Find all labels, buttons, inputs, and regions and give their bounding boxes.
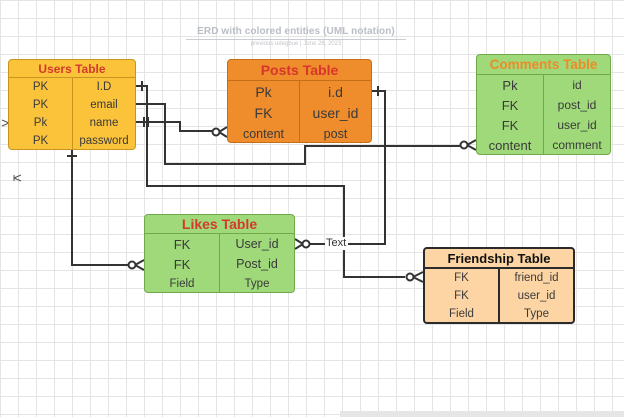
key-cell: content [228, 123, 300, 142]
table-row: FK post_id [477, 95, 610, 115]
connector-users-friendship[interactable] [136, 85, 405, 278]
table-row: content comment [477, 135, 610, 154]
crowfoot-marker [218, 126, 228, 138]
key-cell: FK [425, 269, 500, 287]
stray-crowfoot-left [1, 119, 10, 127]
key-cell: FK [228, 102, 300, 123]
field-cell: name [89, 117, 119, 129]
field-cell: user_id [557, 118, 597, 132]
table-row: PK password [9, 132, 135, 149]
table-row: content post [228, 123, 371, 142]
connector-users-comments[interactable] [136, 103, 460, 165]
field-cell: User_id [235, 237, 279, 251]
diagram-subtitle: previous udegbue | June 28, 2023 [250, 41, 342, 47]
key-cell: PK [9, 132, 73, 149]
connector-users-likes[interactable] [71, 150, 128, 266]
likes-table-title: Likes Table [145, 215, 294, 234]
friendship-table[interactable]: Friendship Table FK friend_id FK user_id… [423, 247, 575, 324]
zero-marker [301, 239, 311, 249]
crowfoot-marker [466, 139, 477, 151]
field-cell: friend_id [514, 272, 559, 284]
users-table-title: Users Table [9, 60, 135, 78]
posts-table-rows: Pk i.d FK user_id content post [228, 81, 371, 142]
zero-marker [405, 272, 415, 282]
key-cell: Pk [228, 81, 300, 102]
table-row: Pk i.d [228, 81, 371, 102]
friendship-table-title: Friendship Table [425, 249, 573, 269]
table-row: FK Post_id [145, 254, 294, 274]
table-row: FK user_id [425, 287, 573, 305]
field-cell: i.d [328, 83, 343, 100]
key-cell: Field [145, 274, 220, 292]
diagram-title: ERD with colored entities (UML notation) [197, 26, 395, 37]
field-cell: user_id [517, 290, 556, 302]
comments-table-title: Comments Table [477, 55, 610, 75]
zero-marker [127, 260, 137, 270]
table-row: FK friend_id [425, 269, 573, 287]
field-cell: Post_id [236, 257, 278, 271]
users-table[interactable]: Users Table PK I.D PK email Pk name PK p… [8, 59, 136, 150]
stray-crowfoot-canvas [13, 174, 22, 182]
key-cell: FK [145, 234, 220, 254]
field-cell: email [90, 99, 118, 111]
comments-table[interactable]: Comments Table Pk id FK post_id FK user_… [476, 54, 611, 155]
key-cell: Field [425, 305, 500, 322]
table-row: Pk name [9, 114, 135, 132]
crowfoot-marker [294, 238, 304, 250]
field-cell: Type [524, 308, 549, 320]
field-cell: post_id [557, 98, 597, 112]
table-row: Field Type [145, 274, 294, 292]
posts-table[interactable]: Posts Table Pk i.d FK user_id content po… [227, 59, 372, 143]
key-cell: content [477, 135, 544, 154]
crowfoot-marker [134, 259, 145, 271]
key-cell: PK [9, 78, 73, 96]
relationship-label[interactable]: Text [325, 237, 348, 250]
users-table-rows: PK I.D PK email Pk name PK password [9, 78, 135, 149]
likes-table-rows: FK User_id FK Post_id Field Type [145, 234, 294, 292]
field-cell: id [572, 78, 582, 92]
key-cell: FK [145, 254, 220, 274]
field-cell: comment [552, 138, 602, 152]
key-cell: PK [9, 96, 73, 114]
horizontal-scrollbar[interactable] [340, 411, 624, 417]
crowfoot-marker [412, 271, 424, 283]
key-cell: Pk [9, 114, 73, 132]
title-divider [186, 39, 406, 40]
field-cell: Type [244, 278, 270, 290]
key-cell: FK [477, 95, 544, 115]
table-row: FK user_id [228, 102, 371, 123]
comments-table-rows: Pk id FK post_id FK user_id content comm… [477, 75, 610, 154]
table-row: FK User_id [145, 234, 294, 254]
field-cell: post [323, 126, 348, 141]
zero-marker [211, 127, 221, 137]
likes-table[interactable]: Likes Table FK User_id FK Post_id Field … [144, 214, 295, 293]
table-row: FK user_id [477, 115, 610, 135]
table-row: Pk id [477, 75, 610, 95]
key-cell: FK [425, 287, 500, 305]
field-cell: I.D [96, 81, 112, 93]
field-cell: user_id [312, 104, 359, 121]
table-row: PK email [9, 96, 135, 114]
connector-users-posts[interactable] [136, 121, 212, 132]
zero-marker [459, 140, 469, 150]
key-cell: Pk [477, 75, 544, 95]
key-cell: FK [477, 115, 544, 135]
table-row: PK I.D [9, 78, 135, 96]
table-row: Field Type [425, 305, 573, 322]
friendship-table-rows: FK friend_id FK user_id Field Type [425, 269, 573, 322]
field-cell: password [79, 135, 129, 147]
posts-table-title: Posts Table [228, 60, 371, 81]
